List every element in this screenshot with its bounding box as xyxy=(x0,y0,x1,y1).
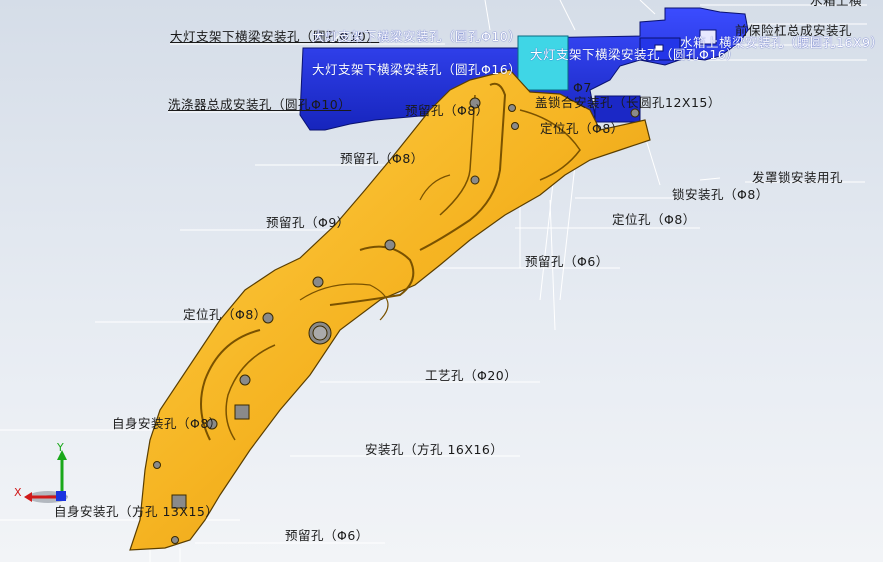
label-washer: 洗涤器总成安装孔（圆孔Φ10） xyxy=(168,97,352,112)
label-body-mount: 自身安装孔（Φ8） xyxy=(112,416,222,431)
label-reserved-6b: 预留孔（Φ6） xyxy=(285,528,369,543)
label-body-mount-square: 自身安装孔（方孔 13X15） xyxy=(54,504,219,519)
label-headlamp-lower: 大灯支架下横梁安装孔（圆孔Φ10） xyxy=(170,29,380,44)
label-hood-lock: 发罩锁安装用孔 xyxy=(752,170,844,185)
label-reserved-9: 预留孔（Φ9） xyxy=(266,215,350,230)
label-reserved-6: 预留孔（Φ6） xyxy=(525,254,609,269)
label-lock-mount: 锁安装孔（Φ8） xyxy=(672,187,769,202)
axis-triad xyxy=(24,450,68,503)
label-cover-lock: 盖锁合安装孔（长圆孔12X15） xyxy=(535,95,721,110)
label-mount-square: 安装孔（方孔 16X16） xyxy=(365,442,504,457)
label-locate-8: 定位孔（Φ8） xyxy=(612,212,696,227)
label-locate-bottom: 定位孔（Φ8） xyxy=(183,307,267,322)
label-reserved-8b: 预留孔（Φ8） xyxy=(340,151,424,166)
triad-y-label: Y xyxy=(57,441,65,454)
label-front-bumper: 前保险杠总成安装孔 xyxy=(735,23,853,38)
label-water-tank: 水箱上横梁安装孔（腰圆孔16X9） xyxy=(680,35,883,50)
label-headlamp-lower-overlap: 大灯支架下横梁安装孔（圆孔Φ10） xyxy=(312,29,522,44)
holes xyxy=(153,97,640,544)
label-reserved-8-top: 预留孔（Φ8） xyxy=(405,103,489,118)
label-headlamp-bracket: 大灯支架下横梁安装孔（圆孔Φ16） xyxy=(312,62,522,77)
label-locate-phi8-small: 定位孔（Φ8） xyxy=(540,121,624,136)
label-water-tank-clipped: 水箱上横 xyxy=(810,0,863,8)
label-phi7: Φ7 xyxy=(573,80,592,95)
triad-x-label: X xyxy=(14,486,23,499)
label-headlamp-bracket-overlap: 大灯支架下横梁安装孔（圆孔Φ16） xyxy=(530,47,740,62)
blue-bracket xyxy=(299,7,749,139)
label-process-hole: 工艺孔（Φ20） xyxy=(425,368,518,383)
yellow-part xyxy=(129,69,651,551)
